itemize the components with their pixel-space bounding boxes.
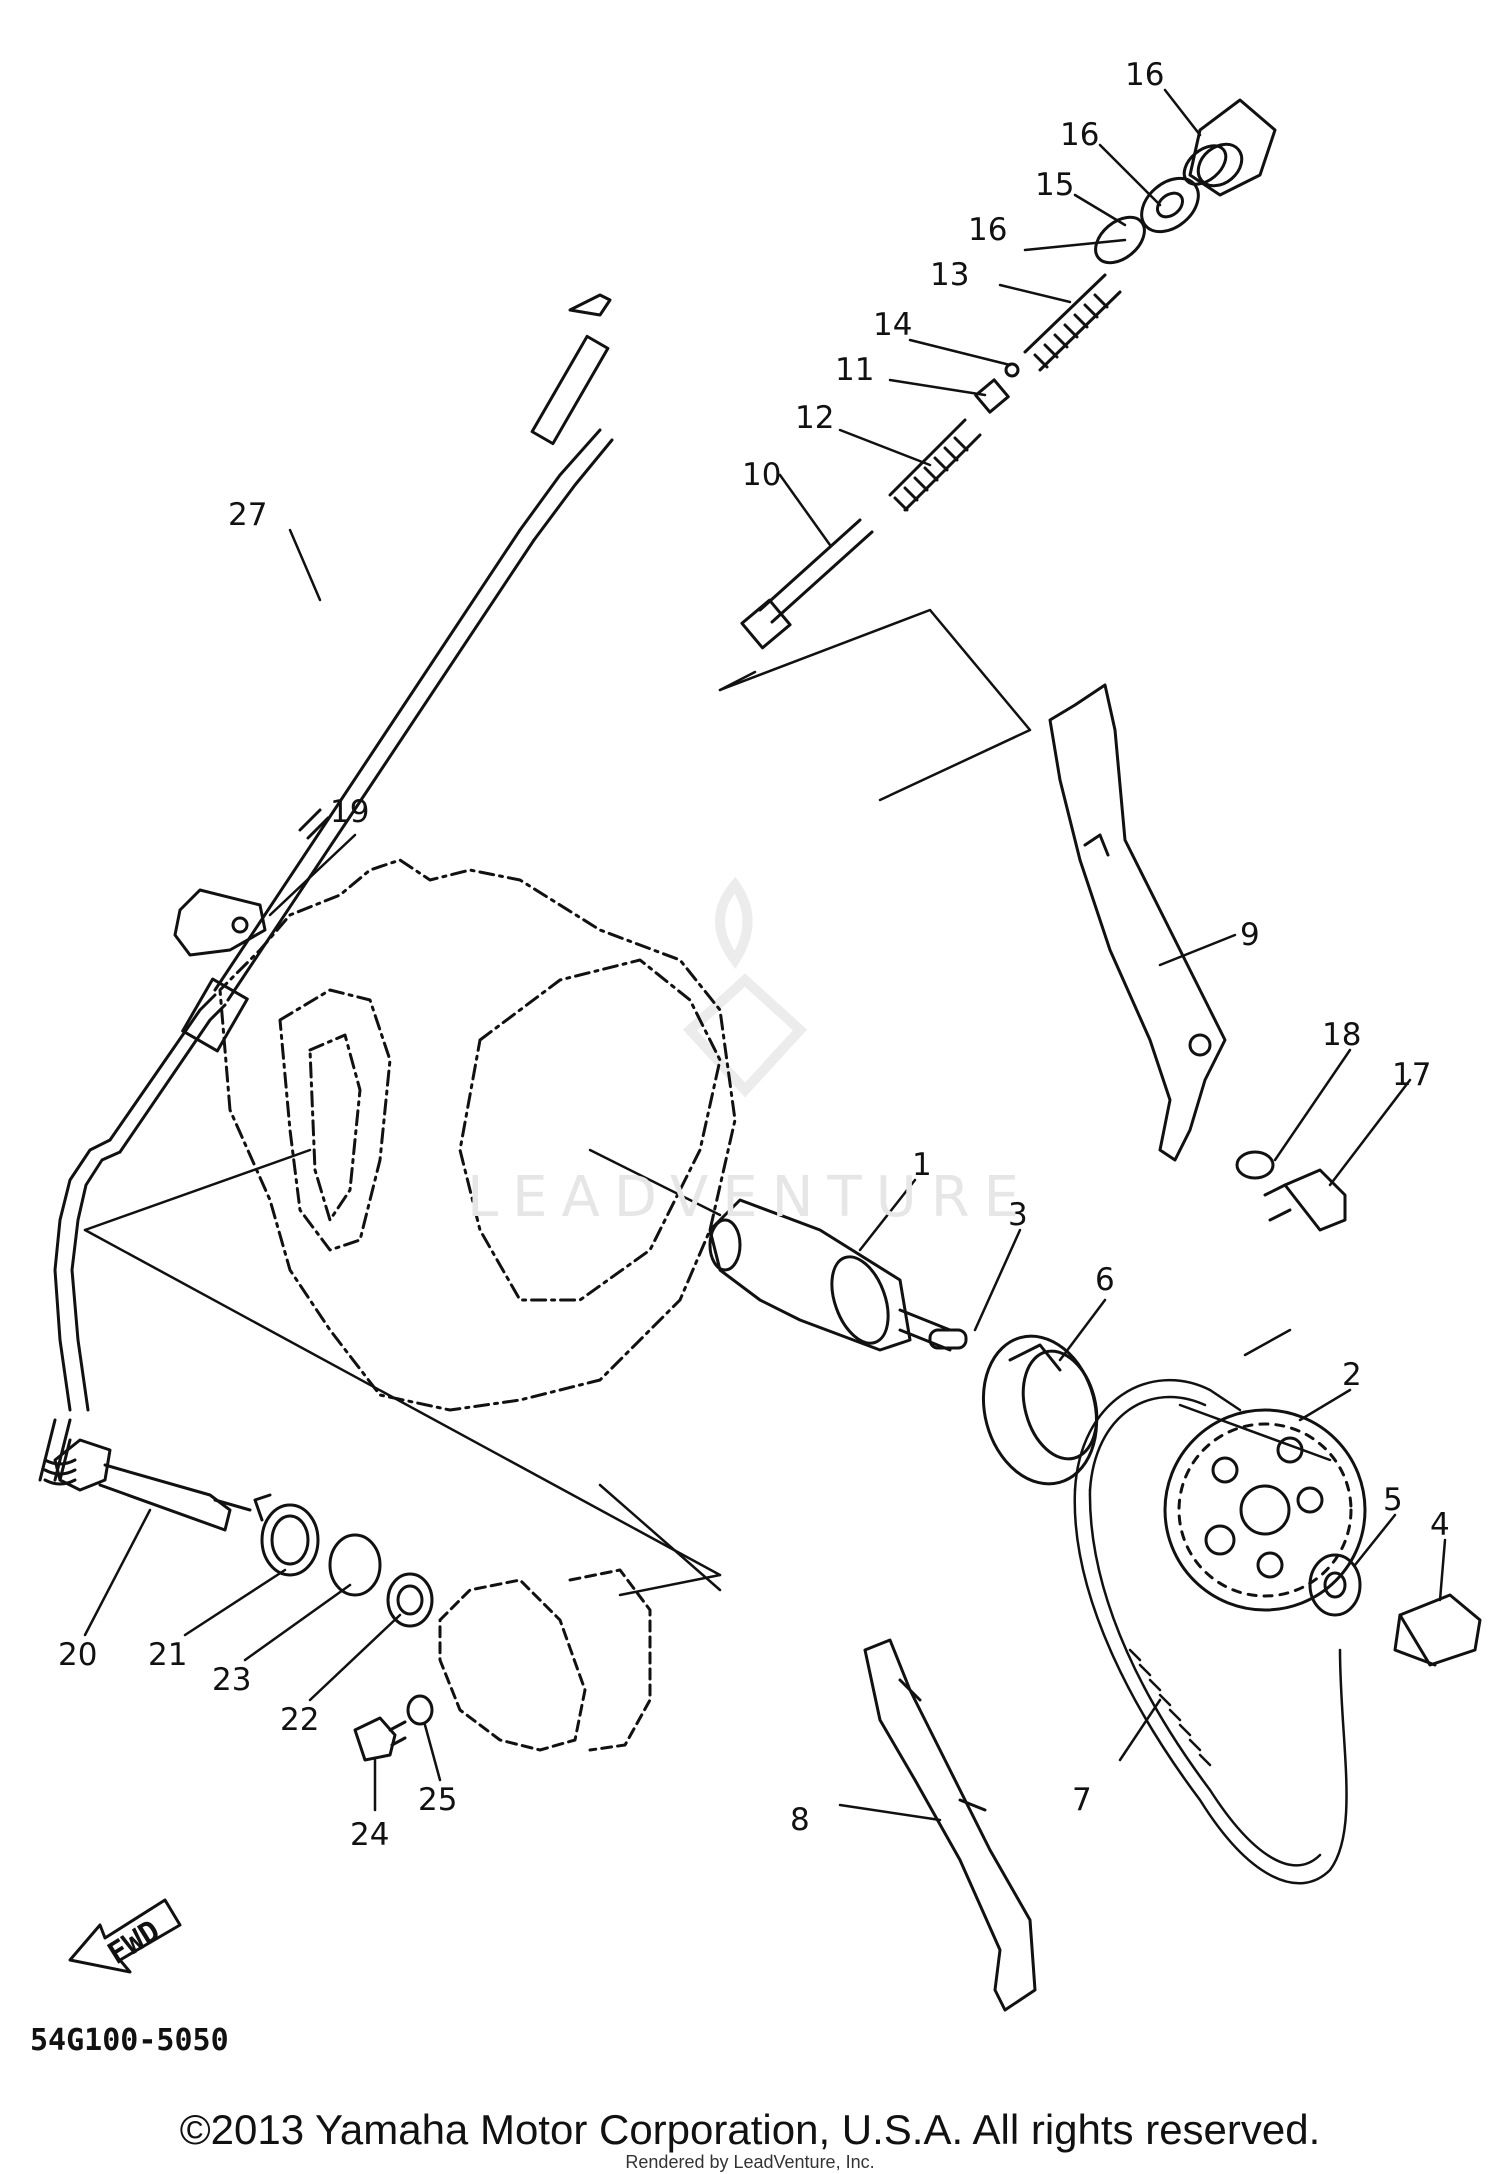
callout-17: 16 (1125, 57, 1164, 93)
decompression-cover (438, 1568, 652, 1752)
callout-7: 7 (1072, 1782, 1092, 1818)
callout-16b: 16 (968, 212, 1007, 248)
throttle-cable (38, 293, 614, 1486)
watermark-text: LEADVENTURE (466, 1165, 1034, 1230)
callout-27: 27 (228, 497, 267, 533)
callout-6: 6 (1095, 1262, 1115, 1298)
callout-11: 11 (835, 352, 874, 388)
callout-19: 18 (1322, 1017, 1361, 1053)
callout-labels: 16 16 15 16 13 14 11 12 10 27 19 9 18 17… (58, 57, 1450, 1853)
callout-24: 23 (212, 1662, 251, 1698)
cam-sprocket (1163, 1408, 1367, 1612)
callout-5: 5 (1383, 1482, 1403, 1518)
callout-9: 9 (1240, 917, 1260, 953)
decompression-shaft (53, 1438, 252, 1532)
tensioner-assembly (740, 98, 1277, 650)
callout-20: 19 (330, 794, 369, 830)
guide-bolt (1235, 1150, 1347, 1232)
callout-18: 17 (1392, 1057, 1431, 1093)
callout-26: 25 (418, 1782, 457, 1818)
callout-3: 3 (1008, 1197, 1028, 1233)
callout-8: 8 (790, 1802, 810, 1838)
callout-leaders (83, 88, 1447, 1822)
cam-chain (1073, 1379, 1348, 1885)
washer-26 (406, 1694, 434, 1726)
assembly-guide-lines (83, 608, 1332, 1597)
callout-16a: 16 (1060, 117, 1099, 153)
sprocket-bolt (1308, 1553, 1482, 1667)
decompression-plate (981, 1334, 1099, 1486)
callout-10: 10 (742, 457, 781, 493)
washer-24 (328, 1533, 382, 1597)
callout-21: 20 (58, 1637, 97, 1673)
callout-14: 14 (873, 307, 912, 343)
callout-15: 15 (1035, 167, 1074, 203)
diagram-part-number: 54G100-5050 (30, 2023, 229, 2058)
dowel-pin (928, 1328, 968, 1350)
copyright-notice: ©2013 Yamaha Motor Corporation, U.S.A. A… (179, 2106, 1321, 2153)
oil-seal (386, 1572, 434, 1628)
fwd-arrow-icon (68, 1898, 182, 1974)
callout-1: 1 (912, 1147, 932, 1183)
rendered-by-note: Rendered by LeadVenture, Inc. (625, 2152, 875, 2172)
callout-23: 22 (280, 1702, 319, 1738)
watermark-logo (682, 876, 808, 1098)
callout-25: 24 (350, 1817, 389, 1853)
callout-4: 4 (1430, 1507, 1450, 1543)
callout-2: 2 (1342, 1357, 1362, 1393)
drain-screw (353, 1716, 407, 1762)
torsion-spring (253, 1493, 320, 1577)
callout-13: 13 (930, 257, 969, 293)
callout-12: 12 (795, 400, 834, 436)
chain-guide-lower (863, 1638, 1037, 2012)
cable-bracket (173, 888, 267, 957)
callout-22: 21 (148, 1637, 187, 1673)
chain-guide-upper (1048, 683, 1227, 1162)
cylinder-head-outline (218, 858, 737, 1412)
